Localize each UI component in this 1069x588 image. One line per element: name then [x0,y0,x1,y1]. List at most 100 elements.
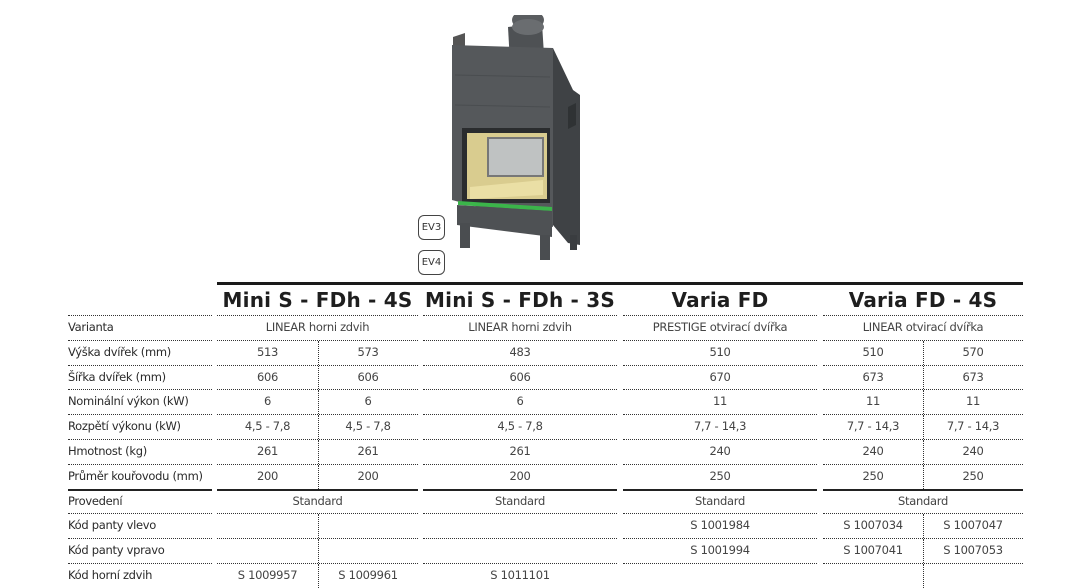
row-divider [623,389,817,390]
row-divider [423,439,617,440]
row-divider [423,389,617,390]
table-cell [923,563,1023,588]
column-divider [318,464,319,489]
row-divider [623,414,817,415]
table-cell: 573 [357,344,379,359]
column-header: Mini S - FDh - 4S [222,288,413,312]
table-cell: Standard [495,493,545,508]
column-divider [318,539,319,563]
row-label: Kód panty vpravo [68,543,165,558]
column-divider [923,390,924,415]
table-cell [823,563,923,588]
row-divider [823,315,1023,316]
table-cell: S 1007041 [843,543,903,558]
column-divider [923,564,924,588]
table-cell: 250 [862,468,884,483]
row-divider [823,464,1023,465]
column-divider [318,415,319,439]
row-divider [217,365,418,366]
row-divider [68,340,212,341]
table-cell: S 1007034 [843,518,903,533]
ev3-badge: EV3 [418,215,445,240]
column-divider [923,464,924,489]
column-divider [923,365,924,390]
table-cell: 673 [962,369,984,384]
table-cell: 6 [263,394,272,409]
column-header: Varia FD [671,288,769,312]
table-cell: LINEAR horni zdvih [265,320,370,334]
table-cell: 200 [509,468,531,483]
row-divider [68,513,212,514]
table-cell: 4,5 - 7,8 [244,419,291,434]
column-header: Varia FD - 4S [848,288,998,312]
row-divider [823,340,1023,341]
table-cell: 606 [509,369,531,384]
row-divider [423,315,617,316]
table-cell: S 1011101 [490,568,550,582]
row-divider [423,538,617,539]
row-divider [217,464,418,465]
row-divider [217,513,418,514]
row-divider [68,489,212,491]
table-cell: S 1007053 [943,543,1003,558]
table-cell: 6 [364,394,372,409]
table-cell: 4,5 - 7,8 [497,419,543,434]
row-divider [823,389,1023,390]
row-divider [68,414,212,415]
table-cell: 240 [709,444,731,458]
table-cell [217,538,318,563]
table-cell: S 1009961 [338,568,398,582]
table-cell [318,513,418,538]
table-cell: 7,7 - 14,3 [693,419,747,434]
table-cell: 261 [357,444,379,458]
table-cell: 606 [357,369,379,384]
row-divider [217,389,418,390]
row-divider [68,538,212,539]
table-cell: 510 [862,344,884,359]
row-divider [623,464,817,465]
table-cell: 261 [256,444,279,458]
table-cell: 6 [516,394,524,409]
row-divider [217,340,418,341]
row-divider [217,538,418,539]
table-cell: PRESTIGE otvirací dvířka [652,320,788,334]
column-divider [318,564,319,588]
row-divider [217,315,418,316]
row-divider [623,513,817,514]
row-divider [623,538,817,539]
table-cell: 4,5 - 7,8 [345,419,391,434]
table-cell [423,513,617,538]
row-divider [68,365,212,366]
table-cell: 200 [256,468,279,483]
table-cell: 670 [709,369,731,384]
column-header: Mini S - FDh - 3S [425,288,615,312]
column-divider [923,340,924,365]
row-label: Kód horní zdvih [68,568,153,582]
table-cell: 250 [709,468,731,483]
column-divider [318,365,319,390]
table-cell: 11 [865,394,881,409]
row-divider [68,315,212,316]
ev4-badge: EV4 [418,250,445,275]
row-divider [623,563,817,564]
row-label: Průměr kouřovodu (mm) [68,468,203,483]
column-divider [318,340,319,365]
column-divider [923,539,924,563]
row-divider [623,315,817,316]
row-label: Nominální výkon (kW) [68,394,189,409]
table-cell: LINEAR otvirací dvířka [862,320,984,334]
row-divider [823,513,1023,514]
table-cell: 240 [862,444,884,458]
row-divider [68,563,212,564]
row-divider [823,439,1023,440]
table-cell: 240 [962,444,984,458]
table-cell: 483 [509,344,531,359]
row-divider [423,563,617,564]
table-cell: 606 [256,369,279,384]
column-divider [318,390,319,415]
table-cell: 673 [862,369,884,384]
row-divider [68,439,212,440]
table-cell [217,513,318,538]
column-divider [318,440,319,464]
table-top-rule [217,282,1023,285]
